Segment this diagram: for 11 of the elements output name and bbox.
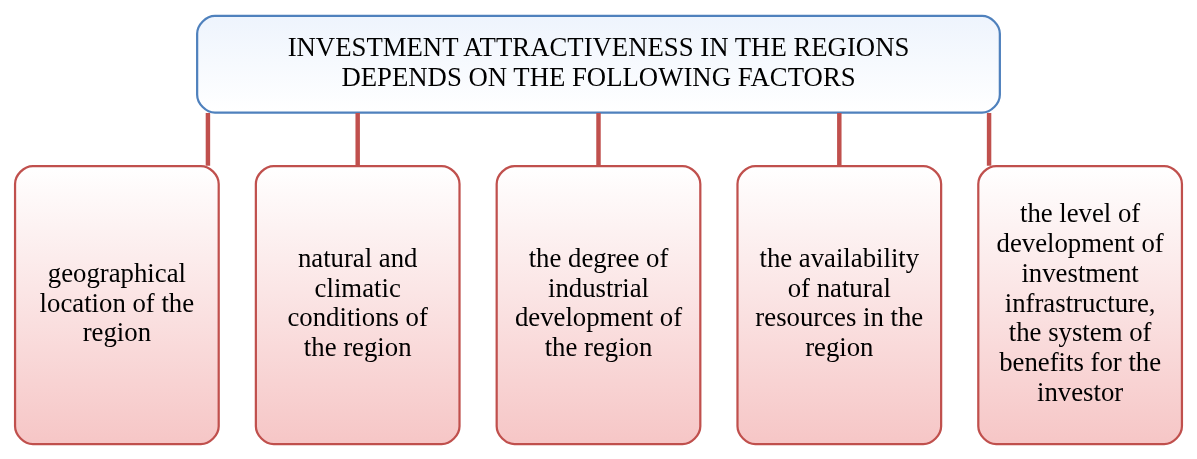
connector	[596, 112, 601, 166]
node-box: the degree of industrial development of the region	[495, 164, 702, 445]
node-box: geographical location of the region	[13, 164, 220, 445]
connector	[837, 112, 842, 166]
connector	[986, 112, 992, 166]
connector	[205, 112, 211, 166]
node-box: natural and climatic conditions of the region	[254, 164, 461, 445]
node-box: the level of development of investment infrastructure, the system of benefits for the investor	[977, 164, 1184, 445]
node-box: the availability of natural resources in the region	[736, 164, 943, 445]
node-box: INVESTMENT ATTRACTIVENESS IN THE REGIONS DEPENDS ON THE FOLLOWING FACTORS	[196, 14, 1001, 114]
connector	[355, 112, 360, 166]
